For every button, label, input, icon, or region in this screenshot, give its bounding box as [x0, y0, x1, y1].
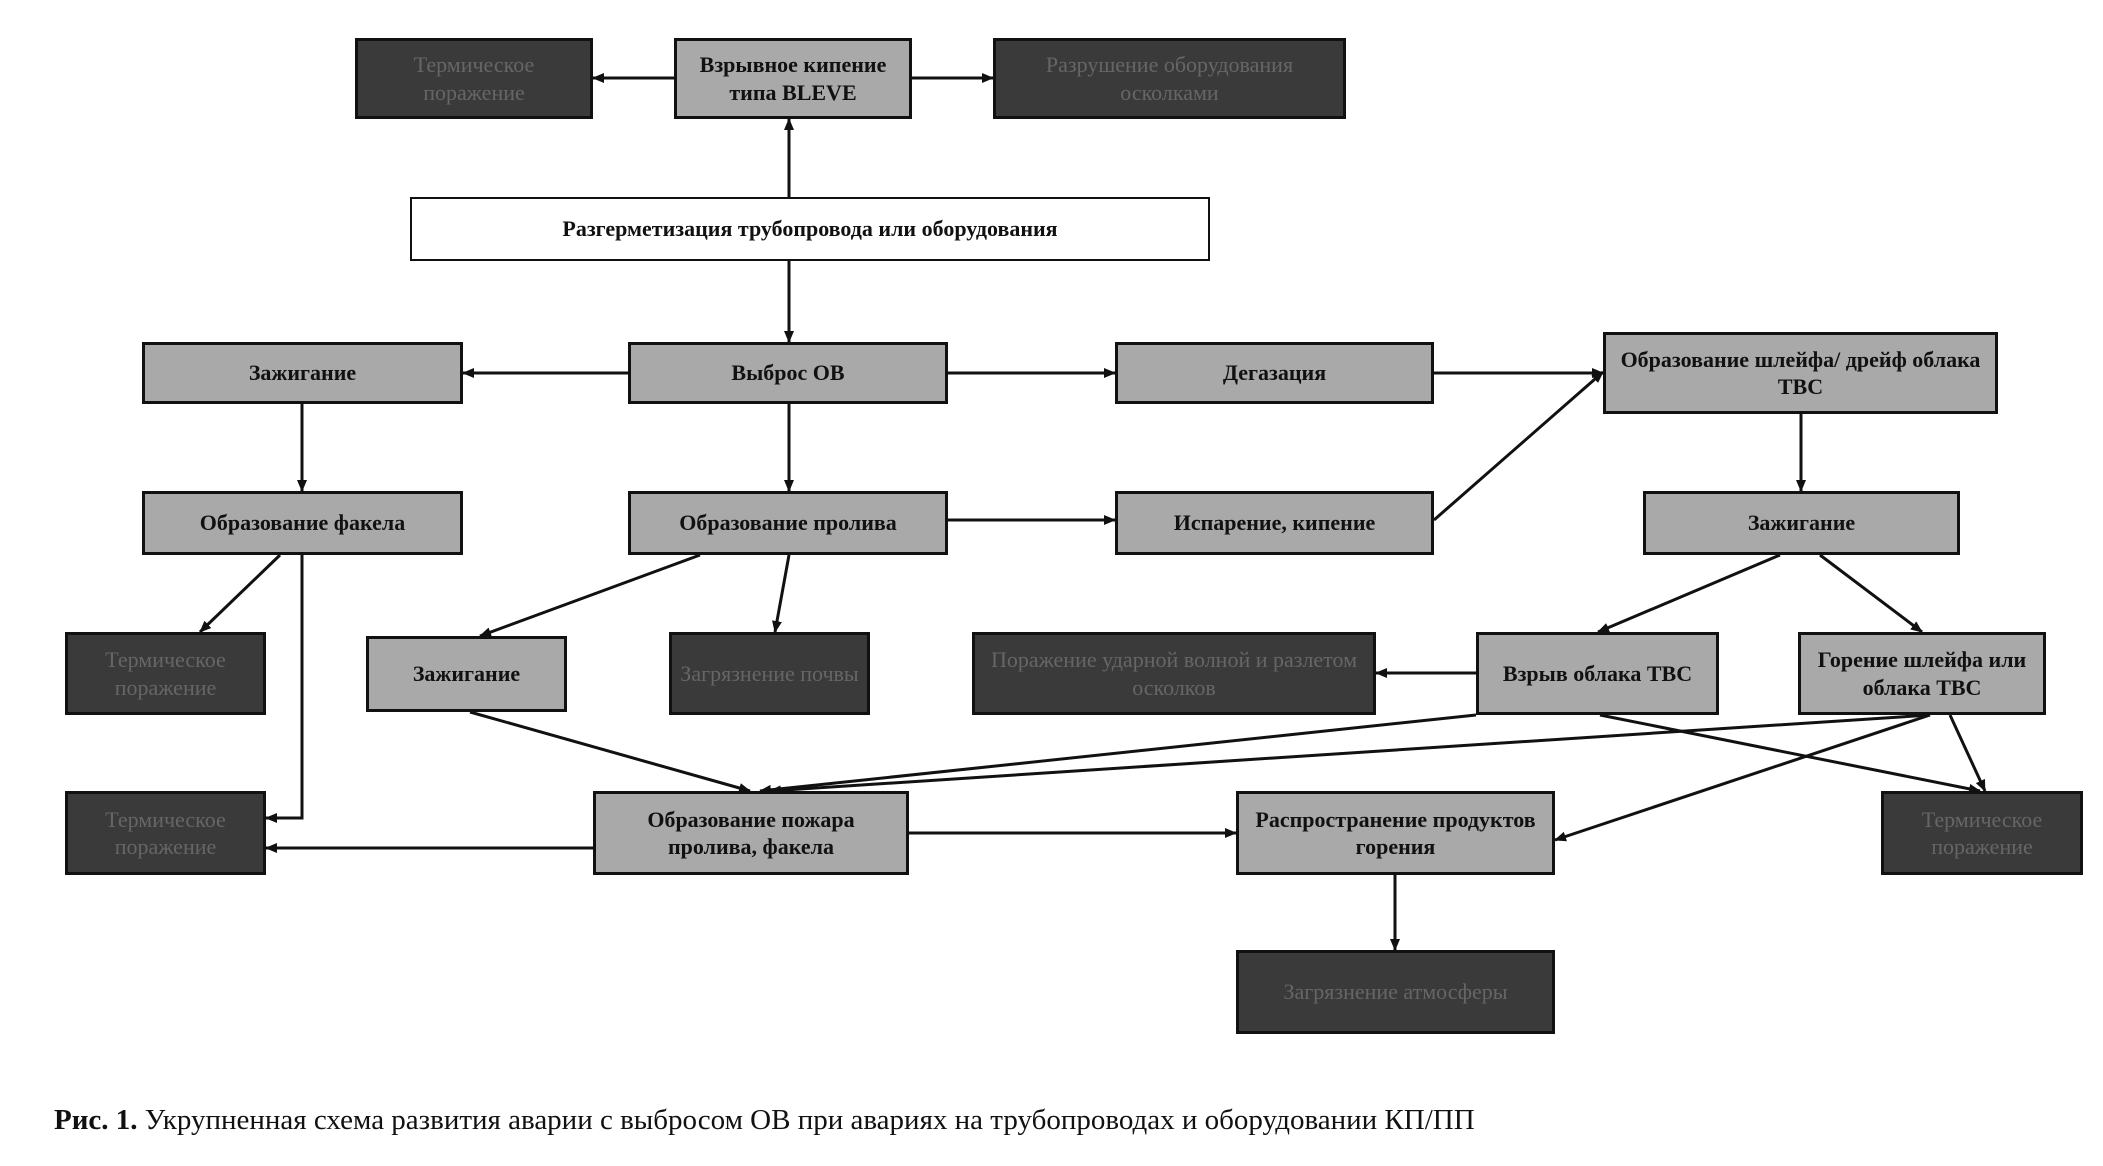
node-spill-outcome: Загрязнение почвы — [669, 632, 870, 715]
node-bleve: Взрывное кипение типа BLEVE — [674, 38, 912, 119]
arrow — [1554, 713, 1931, 842]
figure-caption: Рис. 1. Укрупненная схема развития авари… — [54, 1104, 1475, 1137]
node-degassing: Дегазация — [1115, 342, 1434, 404]
arrow — [769, 713, 1931, 796]
node-torch-outcome: Термическое поражение — [65, 632, 266, 715]
caption-text: Укрупненная схема развития аварии с выбр… — [137, 1104, 1475, 1136]
node-spill: Образование пролива — [628, 491, 948, 555]
arrow — [772, 554, 791, 633]
arrow — [469, 710, 751, 793]
arrow — [1599, 713, 1981, 794]
caption-label: Рис. 1. — [54, 1104, 138, 1136]
arrow — [479, 553, 701, 638]
arrow — [1948, 714, 1987, 792]
node-top-right-outcome: Разрушение оборудования осколками — [993, 38, 1346, 119]
node-explosion-outcome: Поражение ударной волной и разлетом оско… — [972, 632, 1376, 715]
arrow — [1433, 370, 1604, 522]
node-release: Выброс ОВ — [628, 342, 948, 404]
arrow — [198, 553, 282, 634]
node-top-left-outcome: Термическое поражение — [355, 38, 593, 119]
node-plume: Образование шлейфа/ дрейф облака ТВС — [1603, 332, 1998, 414]
node-plume-burning: Горение шлейфа или облака ТВС — [1798, 632, 2046, 715]
node-ignition-left: Зажигание — [142, 342, 463, 404]
arrow — [265, 555, 304, 823]
node-ignition-mid: Зажигание — [366, 636, 567, 712]
node-evaporation: Испарение, кипение — [1115, 491, 1434, 555]
node-fire-outcome-left: Термическое поражение — [65, 791, 266, 875]
node-combustion-spread: Распространение продуктов горения — [1236, 791, 1555, 875]
arrow — [1597, 553, 1781, 634]
node-torch: Образование факела — [142, 491, 463, 555]
node-fire: Образование пожара пролива, факела — [593, 791, 909, 875]
arrow — [1819, 553, 1923, 634]
node-depressurization: Разгерметизация трубопровода или оборудо… — [410, 197, 1210, 261]
node-ignition-right: Зажигание — [1643, 491, 1960, 555]
node-cloud-explosion: Взрыв облака ТВС — [1476, 632, 1719, 715]
node-right-outcome: Термическое поражение — [1881, 791, 2083, 875]
arrow — [759, 713, 1477, 795]
node-bottom-outcome: Загрязнение атмосферы — [1236, 950, 1555, 1034]
